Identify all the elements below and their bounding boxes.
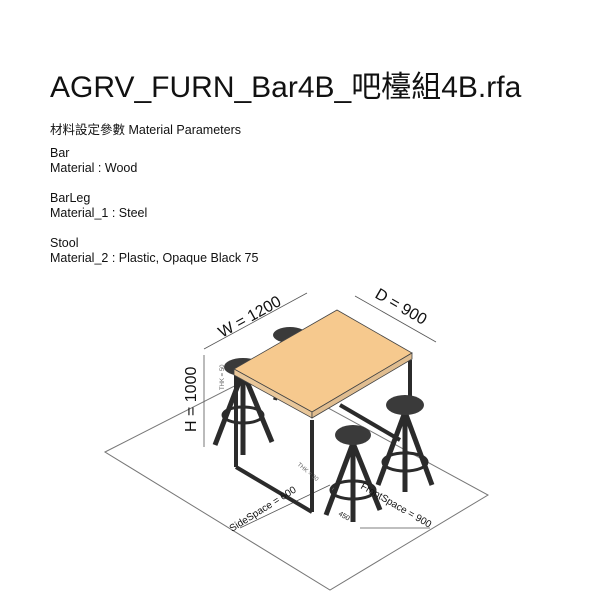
- group-barleg-material: Material_1 : Steel: [50, 206, 148, 220]
- group-barleg-name: BarLeg: [50, 191, 91, 205]
- thk-label-top: THK = 50: [220, 364, 226, 390]
- group-bar-name: Bar: [50, 146, 70, 160]
- stool-front-right: [375, 395, 435, 492]
- material-heading: 材料設定參數 Material Parameters: [50, 123, 242, 137]
- group-stool-material: Material_2 : Plastic, Opaque Black 75: [50, 251, 259, 265]
- side-space-label: SideSpace = 600: [228, 484, 299, 534]
- dimension-lines: [203, 292, 437, 529]
- seat-dim-label: 450: [337, 511, 351, 523]
- page-title: AGRV_FURN_Bar4B_吧檯組4B.rfa: [50, 71, 522, 104]
- height-label: H = 1000: [183, 367, 200, 432]
- table-legs: [234, 360, 412, 514]
- group-bar-material: Material : Wood: [50, 161, 138, 175]
- stool-front: [323, 425, 383, 522]
- floor-space-outline: [103, 371, 490, 591]
- tabletop: [233, 309, 413, 419]
- group-stool-name: Stool: [50, 236, 79, 250]
- front-space-label: FrontSpace = 900: [359, 481, 434, 531]
- thk-label-leg: THK = 30: [296, 462, 320, 483]
